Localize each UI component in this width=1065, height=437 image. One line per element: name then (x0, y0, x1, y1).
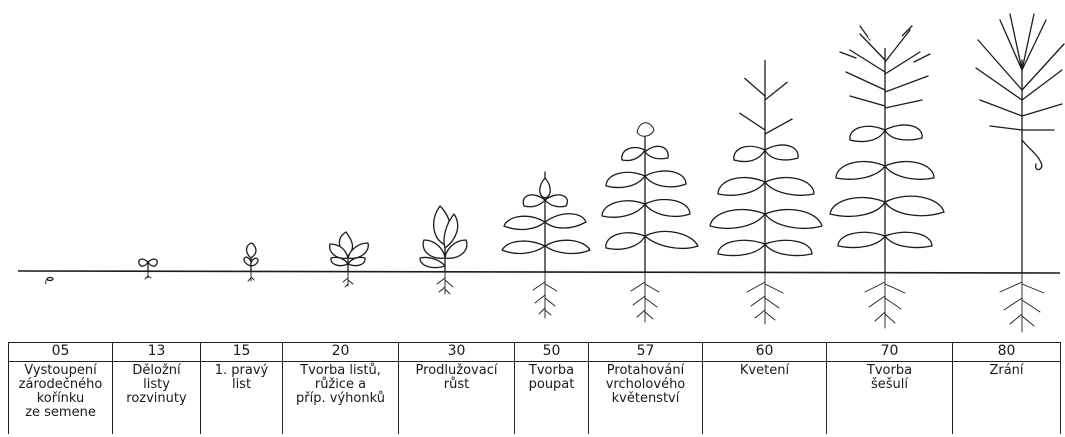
plant-stage-15 (244, 243, 258, 281)
stage-code: 60 (703, 343, 827, 362)
plant-stage-13 (139, 259, 157, 279)
stage-code: 13 (113, 343, 201, 362)
plant-stage-50 (502, 172, 590, 318)
growth-stage-table: 05 13 15 20 30 50 57 60 70 80 Vystoupení… (8, 342, 1061, 434)
stage-label: Protahování vrcholového květenství (591, 364, 700, 406)
stage-label-cell: Zrání (953, 362, 1061, 435)
stage-code: 05 (9, 343, 113, 362)
stage-code: 70 (827, 343, 953, 362)
stage-code-row: 05 13 15 20 30 50 57 60 70 80 (9, 343, 1061, 362)
stage-label: Tvorba listů, růžice a příp. výhonků (285, 364, 396, 406)
stage-label-cell: Tvorba poupat (515, 362, 589, 435)
stage-label-cell: Kvetení (703, 362, 827, 435)
plant-stage-70 (830, 26, 944, 328)
plant-stage-57 (602, 123, 698, 322)
plant-stage-80 (976, 14, 1064, 332)
plant-stage-20 (330, 232, 369, 287)
stage-code: 15 (201, 343, 283, 362)
stage-label-cell: 1. pravý list (201, 362, 283, 435)
stage-label: Děložní listy rozvinuty (115, 364, 198, 406)
stage-label: Tvorba šešulí (829, 364, 950, 392)
stage-code: 20 (283, 343, 399, 362)
stage-code: 30 (399, 343, 515, 362)
stage-label: Kvetení (705, 364, 824, 378)
ground-line (18, 271, 1060, 273)
growth-stage-illustration (0, 0, 1065, 340)
plant-stage-30 (420, 206, 467, 294)
stage-label: Tvorba poupat (517, 364, 586, 392)
stage-code: 57 (589, 343, 703, 362)
stage-label-cell: Prodlužovací růst (399, 362, 515, 435)
plant-stage-05 (46, 278, 53, 285)
stage-label-cell: Tvorba šešulí (827, 362, 953, 435)
stage-label-cell: Tvorba listů, růžice a příp. výhonků (283, 362, 399, 435)
stage-label-row: Vystoupení zárodečného kořínku ze semene… (9, 362, 1061, 435)
plant-stage-60 (710, 44, 822, 324)
stage-label: Vystoupení zárodečného kořínku ze semene (11, 364, 110, 420)
stage-label: Zrání (955, 364, 1058, 378)
stage-label-cell: Vystoupení zárodečného kořínku ze semene (9, 362, 113, 435)
stage-label: 1. pravý list (203, 364, 280, 392)
stage-label: Prodlužovací růst (401, 364, 512, 392)
stage-label-cell: Děložní listy rozvinuty (113, 362, 201, 435)
stage-label-cell: Protahování vrcholového květenství (589, 362, 703, 435)
stage-code: 50 (515, 343, 589, 362)
plant-drawings (0, 0, 1065, 340)
stage-code: 80 (953, 343, 1061, 362)
